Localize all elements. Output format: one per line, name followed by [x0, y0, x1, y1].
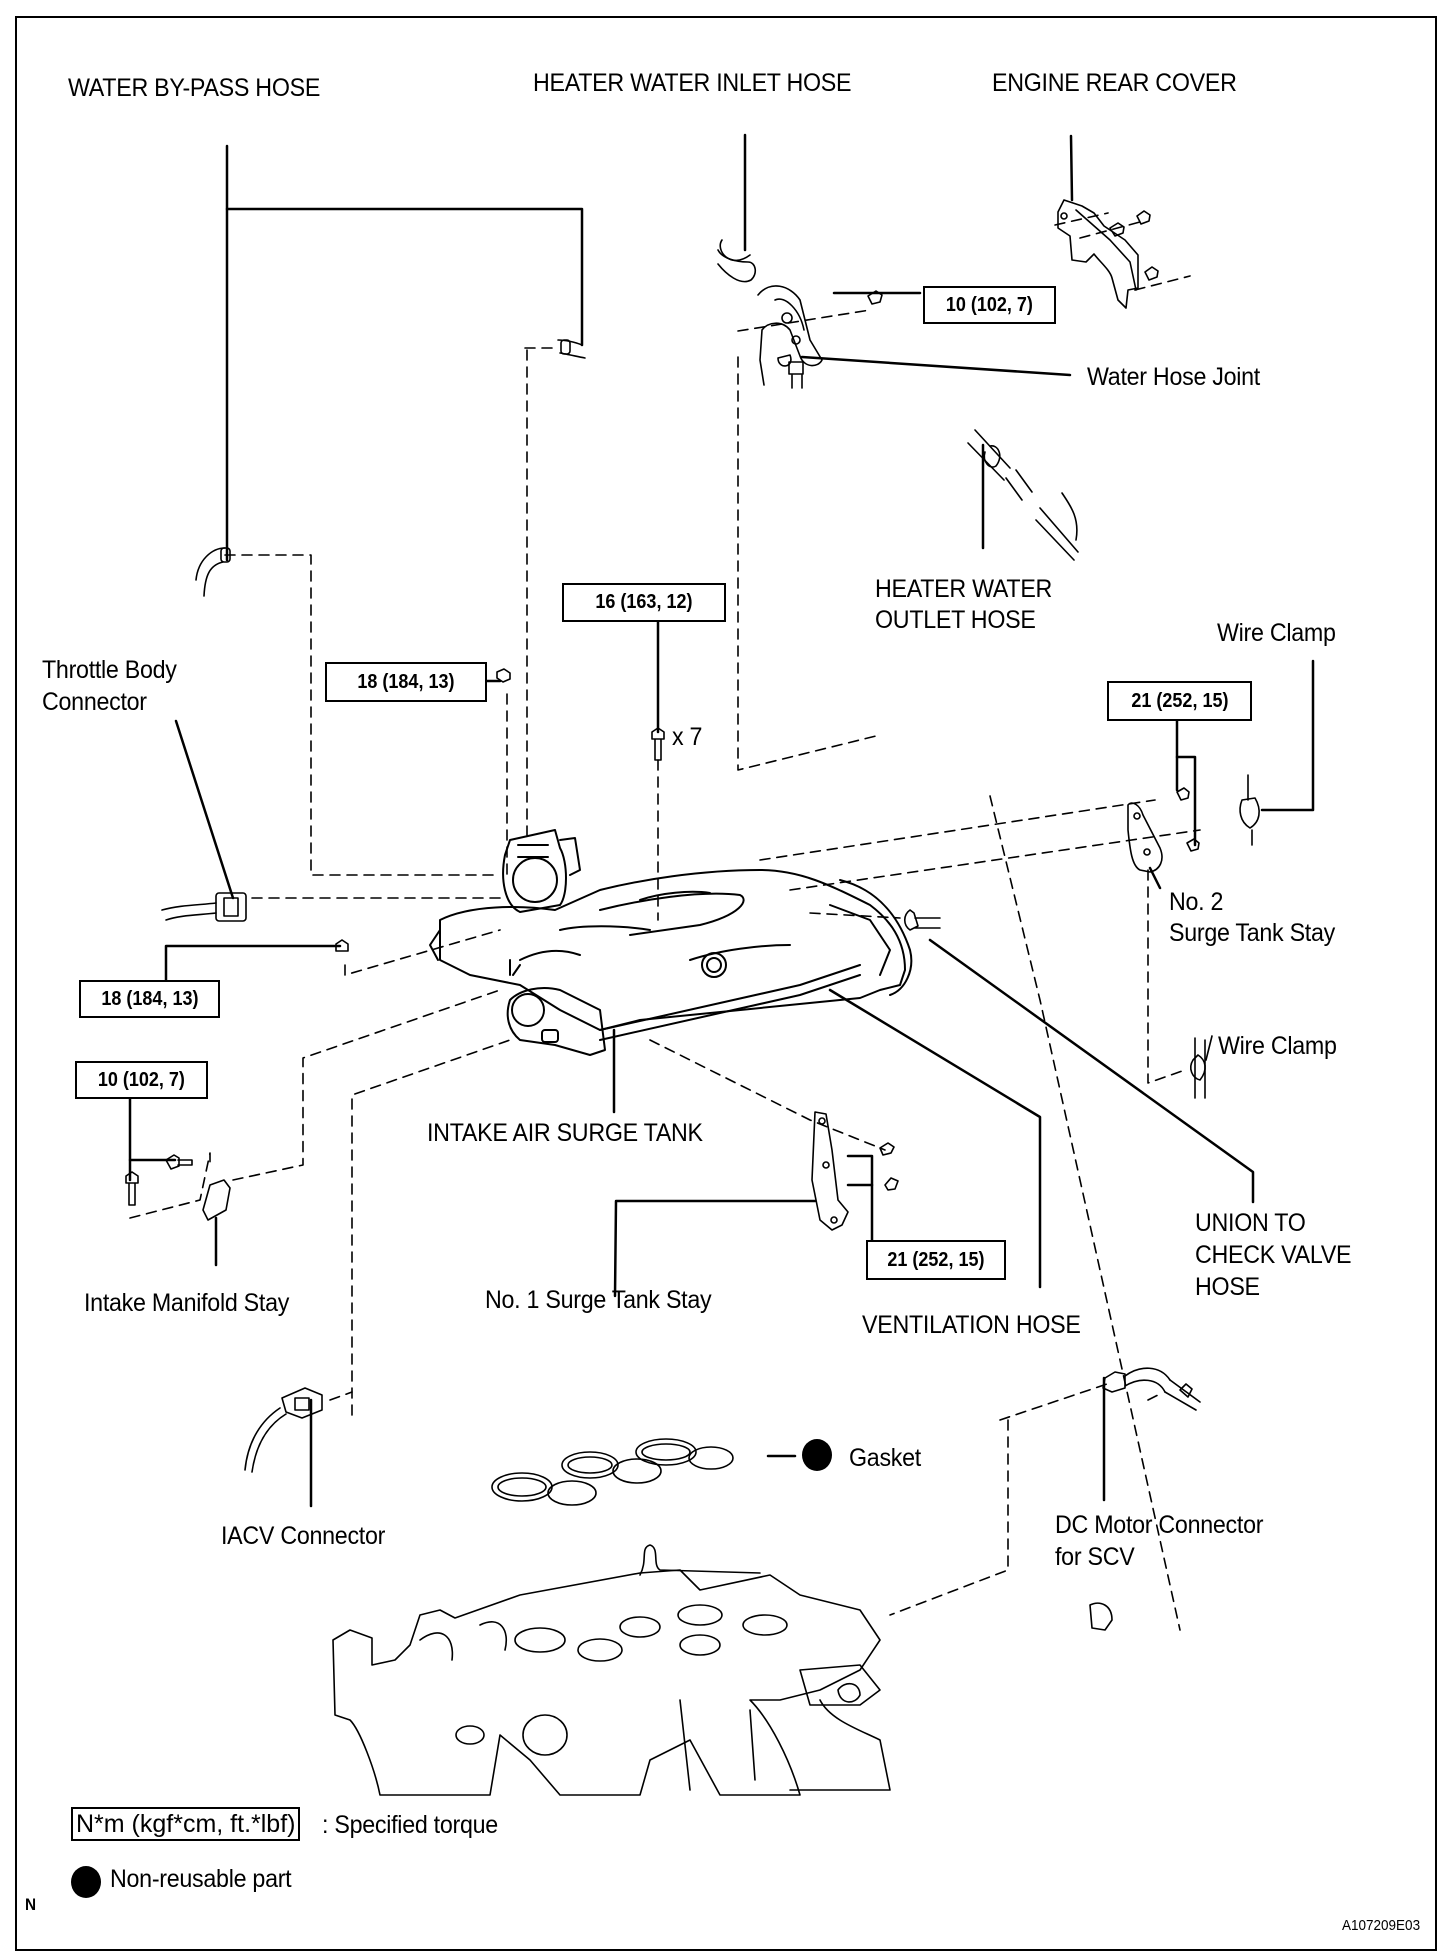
figure-id: A107209E03 [1342, 1917, 1421, 1934]
label-heater-water-outlet-hose-line2: OUTLET HOSE [875, 606, 1036, 634]
label-iacv-connector: IACV Connector [221, 1522, 386, 1550]
engine-block-part [332, 1544, 1113, 1796]
torque-value: 21 (252, 15) [887, 1248, 985, 1271]
label-throttle-body-connector-line1: Throttle Body [42, 656, 177, 684]
torque-box-surge-tank-bolts: 16 (163, 12) [562, 583, 726, 622]
union-to-check-valve-part [903, 909, 941, 931]
legend-torque-unit: N*m (kgf*cm, ft.*lbf) [76, 1810, 296, 1838]
torque-value: 18 (184, 13) [357, 670, 455, 693]
torque-box-no2-stay: 21 (252, 15) [1107, 681, 1252, 721]
torque-box-lower-nut: 18 (184, 13) [79, 980, 220, 1018]
water-bypass-hose-clamp [195, 339, 586, 597]
torque-value: 10 (102, 7) [945, 293, 1034, 316]
legend-torque-description: : Specified torque [322, 1811, 498, 1839]
torque-value: 21 (252, 15) [1130, 689, 1229, 712]
label-gasket: Gasket [849, 1444, 921, 1472]
label-no1-surge-tank-stay: No. 1 Surge Tank Stay [485, 1286, 712, 1314]
dc-motor-connector-part [1102, 1367, 1201, 1411]
intake-air-surge-tank-part [429, 829, 913, 1056]
engine-rear-cover-part [1057, 199, 1159, 309]
intake-manifold-stay-part [202, 1179, 231, 1221]
gasket-part [491, 1438, 734, 1506]
label-no2-surge-tank-stay-line2: Surge Tank Stay [1169, 919, 1335, 947]
torque-box-manifold-stay: 10 (102, 7) [75, 1061, 208, 1099]
no1-surge-tank-stay-part [811, 1111, 849, 1231]
label-union-check-valve-line2: CHECK VALVE [1195, 1241, 1352, 1269]
label-dc-motor-connector-line2: for SCV [1055, 1543, 1135, 1571]
label-heater-water-inlet-hose: HEATER WATER INLET HOSE [533, 69, 852, 97]
legend-torque-unit-box: N*m (kgf*cm, ft.*lbf) [71, 1807, 301, 1841]
label-no2-surge-tank-stay-line1: No. 2 [1169, 888, 1224, 916]
label-wire-clamp-lower: Wire Clamp [1218, 1032, 1337, 1060]
dashed-lines [129, 212, 1201, 1631]
label-union-check-valve-line1: UNION TO [1195, 1209, 1306, 1237]
gasket-nonreusable-mark [802, 1439, 832, 1471]
label-quantity-x7: x 7 [672, 723, 703, 751]
label-ventilation-hose: VENTILATION HOSE [862, 1311, 1081, 1339]
label-union-check-valve-line3: HOSE [1195, 1273, 1260, 1301]
heater-inlet-hose-part [717, 239, 883, 389]
torque-value: 16 (163, 12) [595, 591, 693, 613]
torque-box-no1-stay: 21 (252, 15) [866, 1240, 1006, 1280]
label-heater-water-outlet-hose-line1: HEATER WATER [875, 575, 1053, 603]
label-throttle-body-connector-line2: Connector [42, 688, 147, 716]
torque-value: 18 (184, 13) [100, 987, 199, 1010]
torque-bolts [125, 668, 899, 1206]
diagram-frame [15, 16, 1437, 1951]
label-wire-clamp-upper: Wire Clamp [1217, 619, 1336, 647]
nonreusable-part-icon [71, 1866, 101, 1898]
label-intake-manifold-stay: Intake Manifold Stay [84, 1289, 290, 1317]
label-intake-air-surge-tank: INTAKE AIR SURGE TANK [427, 1119, 703, 1147]
leader-lines [128, 133, 1315, 1508]
torque-box-water-hose-joint: 10 (102, 7) [923, 286, 1056, 324]
no2-surge-tank-stay-part [1127, 774, 1260, 873]
torque-value: 10 (102, 7) [97, 1068, 186, 1091]
torque-box-upper-nut: 18 (184, 13) [325, 662, 487, 702]
label-water-bypass-hose: WATER BY-PASS HOSE [68, 74, 321, 102]
legend-nonreusable-description: Non-reusable part [110, 1865, 292, 1893]
iacv-connector-part [244, 1387, 323, 1473]
label-dc-motor-connector-line1: DC Motor Connector [1055, 1511, 1264, 1539]
heater-outlet-hose-part [967, 429, 1079, 561]
label-water-hose-joint: Water Hose Joint [1087, 363, 1260, 391]
throttle-body-connector-part [161, 892, 247, 922]
label-engine-rear-cover: ENGINE REAR COVER [992, 69, 1237, 97]
wire-clamp-lower-part [1190, 1035, 1213, 1099]
corner-mark: N [25, 1895, 37, 1914]
